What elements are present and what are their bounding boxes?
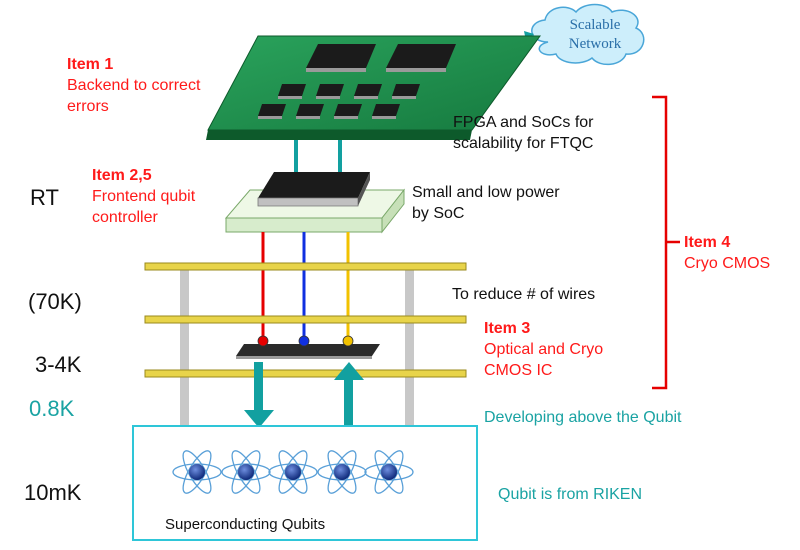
temp-label-4k: 3-4K [35, 352, 82, 377]
item-2-5-line1: Frontend qubit [92, 188, 196, 205]
item-3-label: Item 3 Optical and Cryo CMOS IC [484, 318, 603, 381]
item-3-line2: CMOS IC [484, 362, 553, 379]
item-3-line1: Optical and Cryo [484, 341, 604, 358]
fpga-note-line2: scalability for FTQC [453, 135, 594, 152]
item-1-heading: Item 1 [67, 56, 114, 73]
item-2-5-label: Item 2,5 Frontend qubit controller [92, 165, 195, 228]
backend-fpga-board [206, 35, 541, 140]
qubit-atom-icon [221, 450, 271, 494]
developing-note: Developing above the Qubit [484, 409, 682, 426]
item-3-heading: Item 3 [484, 320, 531, 337]
fpga-note-line1: FPGA and SoCs for [453, 114, 594, 131]
temp-label-0-8k: 0.8K [29, 396, 75, 421]
fpga-chip-small [278, 84, 420, 99]
temp-label-10mk: 10mK [24, 480, 82, 505]
soc-chip [257, 172, 370, 207]
item-4-label: Item 4 Cryo CMOS [684, 232, 770, 274]
qubit-atom-icon [317, 450, 367, 494]
cryo-cmos-bracket [652, 95, 680, 390]
stage-plate-0-8k [144, 369, 467, 378]
item-1-line2: errors [67, 98, 109, 115]
qubit-atom-icon [172, 450, 222, 494]
fpga-chip-large-right [386, 44, 456, 72]
fpga-chip-large-left [306, 44, 376, 72]
cloud-label: Scalable Network [550, 16, 640, 54]
frontend-controller-board [224, 172, 406, 234]
wires-note: To reduce # of wires [452, 286, 596, 303]
soc-note-line1: Small and low power [412, 184, 560, 201]
qubit-box [132, 425, 478, 541]
item-2-5-line2: controller [92, 209, 158, 226]
cloud-label-line2: Network [568, 36, 622, 52]
item-4-line1: Cryo CMOS [684, 255, 771, 272]
signal-wires [261, 232, 350, 340]
temp-label-70k: (70K) [28, 289, 82, 314]
stage-plate-70k [144, 262, 467, 271]
uplink-arrow [334, 362, 364, 426]
item-1-line1: Backend to correct [67, 77, 201, 94]
scalable-network-cloud [531, 3, 645, 66]
stage-plate-4k [144, 315, 467, 324]
item-1-label: Item 1 Backend to correct errors [67, 54, 200, 117]
item-4-heading: Item 4 [684, 234, 731, 251]
cloud-label-line1: Scalable [569, 17, 621, 33]
qubit-atom-icon [268, 450, 318, 494]
soc-note-line2: by SoC [412, 205, 465, 222]
support-pillars [180, 268, 414, 426]
soc-note: Small and low power by SoC [412, 182, 560, 224]
fpga-note: FPGA and SoCs for scalability for FTQC [453, 112, 594, 154]
riken-note: Qubit is from RIKEN [498, 486, 643, 503]
downlink-arrow [244, 362, 274, 428]
cryo-cmos-ic [236, 335, 380, 359]
qubit-atom-icon [364, 450, 414, 494]
fpga-chip-small [258, 104, 400, 119]
temp-label-rt: RT [30, 185, 59, 210]
item-2-5-heading: Item 2,5 [92, 167, 152, 184]
qubit-atoms [172, 450, 414, 494]
qubits-label: Superconducting Qubits [165, 516, 326, 533]
